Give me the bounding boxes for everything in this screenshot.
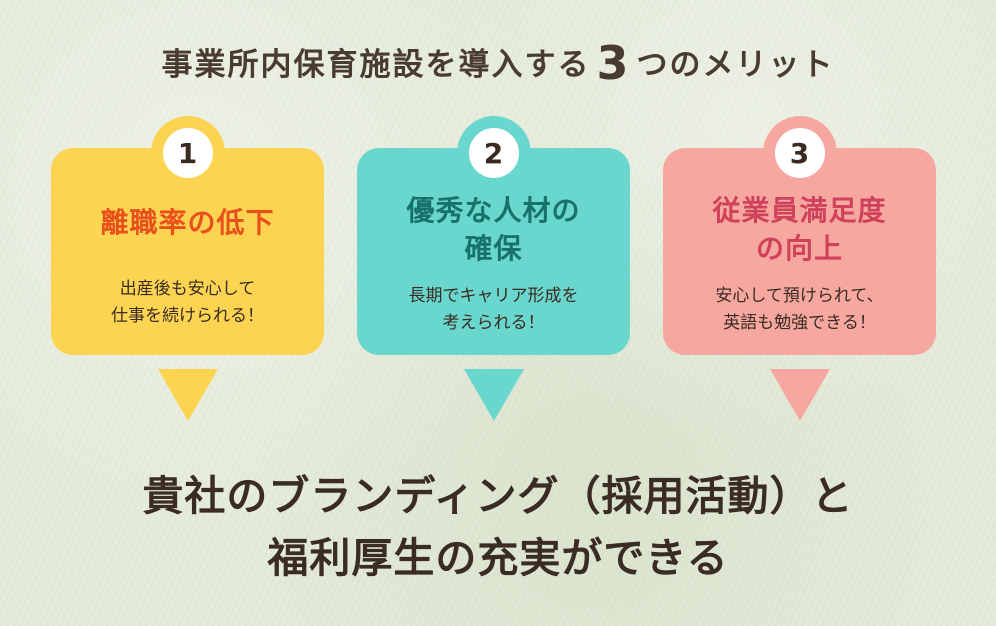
merit-description-3-line2: 英語も勉強できる！ <box>723 313 876 333</box>
down-arrow-2 <box>464 369 524 421</box>
down-arrow-1 <box>158 369 218 421</box>
merit-description-2-line2: 考えられる！ <box>442 313 545 333</box>
number-badge-3: 3 <box>762 116 837 190</box>
merit-heading-1: 離職率の低下 <box>51 204 324 242</box>
merit-description-2: 長期でキャリア形成を 考えられる！ <box>357 283 630 337</box>
merit-heading-3-line2: の向上 <box>755 232 843 265</box>
merit-description-1-line1: 出産後も安心して <box>119 279 256 299</box>
merit-card-2: 2 優秀な人材の 確保 長期でキャリア形成を 考えられる！ <box>357 116 630 355</box>
title-text-after: つのメリット <box>636 47 835 83</box>
title-text-before: 事業所内保育施設を導入する <box>161 47 591 83</box>
merit-heading-2-line1: 優秀な人材の <box>406 194 581 227</box>
merit-description-3-line1: 安心して預けられて、 <box>715 286 884 306</box>
merit-heading-3-line1: 従業員満足度 <box>712 194 887 227</box>
conclusion-line-1: 貴社のブランディング（採用活動）と <box>142 472 854 520</box>
number-badge-1: 1 <box>150 116 225 190</box>
merit-heading-3: 従業員満足度 の向上 <box>663 192 936 268</box>
merit-card-1: 1 離職率の低下 出産後も安心して 仕事を続けられる！ <box>51 116 324 355</box>
merit-card-3: 3 従業員満足度 の向上 安心して預けられて、 英語も勉強できる！ <box>663 116 936 355</box>
badge-number-2: 2 <box>468 128 519 178</box>
merit-description-1: 出産後も安心して 仕事を続けられる！ <box>51 276 324 330</box>
down-arrow-3 <box>770 369 830 421</box>
merit-description-3: 安心して預けられて、 英語も勉強できる！ <box>663 283 936 337</box>
merit-heading-2-line2: 確保 <box>464 232 523 265</box>
merit-heading-2: 優秀な人材の 確保 <box>357 192 630 268</box>
badge-number-3: 3 <box>774 128 825 178</box>
title-number: 3 <box>596 36 631 90</box>
conclusion-line-2: 福利厚生の充実ができる <box>267 534 729 582</box>
number-badge-2: 2 <box>456 116 531 190</box>
merit-description-1-line2: 仕事を続けられる！ <box>111 306 264 326</box>
merit-description-2-line1: 長期でキャリア形成を <box>408 286 579 306</box>
badge-number-1: 1 <box>162 128 213 178</box>
merit-heading-1-line1: 離職率の低下 <box>100 206 275 239</box>
